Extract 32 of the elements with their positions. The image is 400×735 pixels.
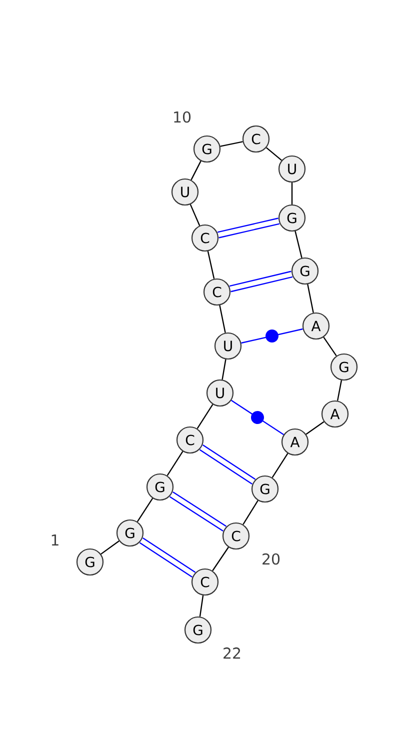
backbone-line: [166, 451, 184, 476]
backbone-line: [291, 182, 293, 204]
backbone-line: [190, 204, 200, 226]
backbone-line: [266, 147, 282, 161]
backbone-line: [196, 404, 214, 429]
position-number: 22: [224, 647, 240, 659]
backbone-line: [242, 500, 258, 525]
backbone-line: [294, 231, 302, 258]
backbone-line: [336, 380, 342, 401]
backbone-line: [323, 336, 337, 356]
backbone-line: [207, 251, 215, 279]
backbone-line: [190, 160, 202, 180]
backbone-line: [222, 359, 226, 380]
base-pair-line: [217, 218, 280, 238]
base-pair-line: [241, 328, 303, 344]
backbone-line: [220, 141, 243, 147]
position-number: 1: [52, 534, 58, 546]
base-pair-line: [229, 270, 293, 292]
backbone-line: [100, 540, 120, 555]
position-number: 10: [174, 111, 191, 123]
position-number: 20: [262, 553, 280, 565]
backbone-line: [136, 498, 154, 522]
backbone-line: [272, 453, 288, 478]
backbone-line: [219, 305, 226, 333]
base-pair-line: [139, 538, 196, 578]
backbone-line: [199, 595, 204, 617]
base-pair-line: [231, 400, 284, 436]
base-pair-line: [199, 444, 256, 484]
backbone-line: [307, 284, 314, 313]
backbone-line: [212, 546, 229, 572]
backbone-line: [306, 421, 324, 435]
base-pair-line: [170, 491, 226, 532]
